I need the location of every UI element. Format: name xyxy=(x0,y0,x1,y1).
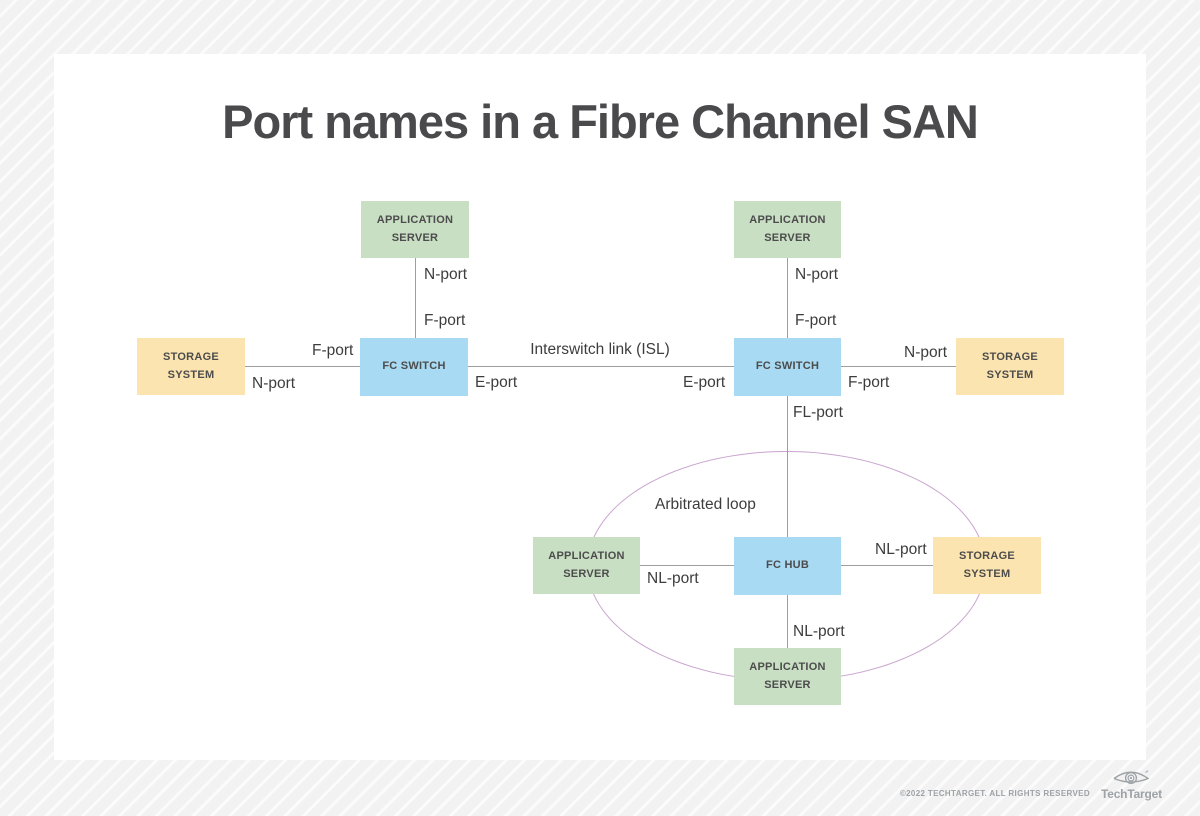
node-label: APPLICATION SERVER xyxy=(376,214,454,244)
connector-appserver-topleft-to-switch xyxy=(415,258,416,338)
label-n-port-left-storage: N-port xyxy=(252,375,296,392)
label-e-port-left: E-port xyxy=(475,374,518,391)
connector-hub-to-appserver-bottom xyxy=(787,595,788,648)
connector-appserver-topright-to-switch xyxy=(787,258,788,338)
label-n-port-right-storage: N-port xyxy=(904,344,948,361)
content-panel xyxy=(54,54,1146,760)
node-label: FC SWITCH xyxy=(382,360,446,373)
page-title: Port names in a Fibre Channel SAN xyxy=(222,95,979,148)
connector-appserver-loopleft-to-hub xyxy=(640,565,734,566)
connector-switchright-to-storageright xyxy=(841,366,956,367)
node-fc-hub: FC HUB xyxy=(734,537,841,595)
node-fc-switch-right: FC SWITCH xyxy=(734,338,841,396)
node-app-server-top-left: APPLICATION SERVER xyxy=(361,201,469,258)
node-app-server-loop-left: APPLICATION SERVER xyxy=(533,537,640,594)
node-label: APPLICATION SERVER xyxy=(749,214,826,244)
connector-switchright-to-hub xyxy=(787,396,788,537)
label-n-port-top-right: N-port xyxy=(795,266,839,283)
label-f-port-right-storage: F-port xyxy=(848,374,890,391)
label-f-port-top-left: F-port xyxy=(424,312,466,329)
node-label: FC SWITCH xyxy=(755,360,820,373)
connector-interswitch-link xyxy=(468,366,734,367)
node-label: STORAGE SYSTEM xyxy=(959,550,1015,580)
node-app-server-top-right: APPLICATION SERVER xyxy=(734,201,841,258)
techtarget-eye-icon xyxy=(1113,770,1149,785)
techtarget-logo-text: TechTarget xyxy=(1101,787,1162,801)
label-nl-port-left: NL-port xyxy=(647,570,699,587)
node-storage-system-loop-right: STORAGE SYSTEM xyxy=(933,537,1041,594)
node-label: STORAGE SYSTEM xyxy=(163,351,219,381)
footer-copyright: ©2022 TECHTARGET. ALL RIGHTS RESERVED xyxy=(899,789,1090,798)
label-nl-port-bottom: NL-port xyxy=(793,623,845,640)
label-interswitch-link: Interswitch link (ISL) xyxy=(530,341,670,358)
node-storage-system-right: STORAGE SYSTEM xyxy=(956,338,1064,395)
node-label: FC HUB xyxy=(765,559,810,572)
node-app-server-loop-bottom: APPLICATION SERVER xyxy=(734,648,841,705)
label-f-port-top-right: F-port xyxy=(795,312,837,329)
label-n-port-top-left: N-port xyxy=(424,266,468,283)
label-e-port-right: E-port xyxy=(683,374,726,391)
node-label: APPLICATION SERVER xyxy=(749,661,826,691)
label-fl-port: FL-port xyxy=(793,404,843,421)
node-label: APPLICATION SERVER xyxy=(548,550,625,580)
connector-storageleft-to-switch xyxy=(245,366,360,367)
node-fc-switch-left: FC SWITCH xyxy=(360,338,468,396)
label-arbitrated-loop: Arbitrated loop xyxy=(655,496,756,513)
node-storage-system-left: STORAGE SYSTEM xyxy=(137,338,245,395)
label-nl-port-right: NL-port xyxy=(875,541,927,558)
label-f-port-left-storage: F-port xyxy=(312,342,354,359)
node-label: STORAGE SYSTEM xyxy=(982,351,1038,381)
techtarget-logo: TechTarget xyxy=(1101,769,1162,801)
connector-hub-to-storage-loopright xyxy=(841,565,933,566)
